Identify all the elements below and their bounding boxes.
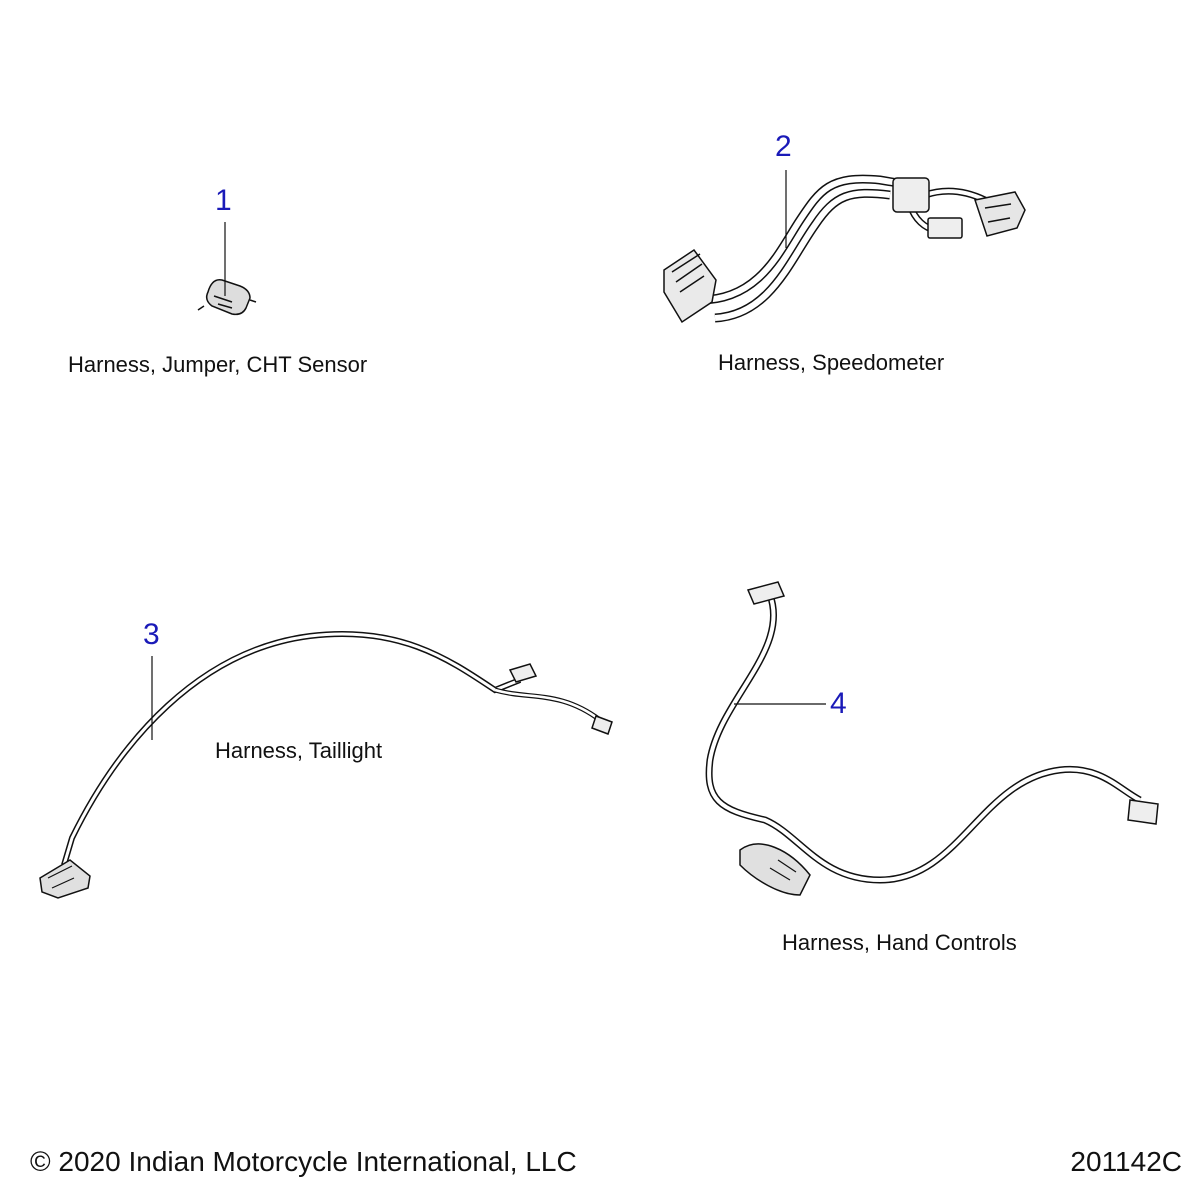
callout-number-4: 4 bbox=[830, 687, 847, 720]
part-caption-2: Harness, Speedometer bbox=[718, 350, 945, 375]
callout-number-2: 2 bbox=[775, 130, 792, 163]
speedometer-harness-icon bbox=[663, 174, 1026, 324]
part-caption-4: Harness, Hand Controls bbox=[782, 930, 1017, 955]
callout-number-3: 3 bbox=[143, 618, 160, 651]
copyright-text: © 2020 Indian Motorcycle International, … bbox=[30, 1146, 577, 1177]
callout-number-1: 1 bbox=[215, 184, 232, 217]
diagram-number: 201142C bbox=[1070, 1146, 1182, 1177]
part-caption-3: Harness, Taillight bbox=[215, 738, 383, 763]
part-caption-1: Harness, Jumper, CHT Sensor bbox=[68, 352, 368, 377]
hand-controls-harness-icon bbox=[705, 581, 1159, 896]
taillight-harness-icon bbox=[39, 630, 613, 899]
cht-sensor-jumper-harness-icon bbox=[197, 279, 257, 316]
